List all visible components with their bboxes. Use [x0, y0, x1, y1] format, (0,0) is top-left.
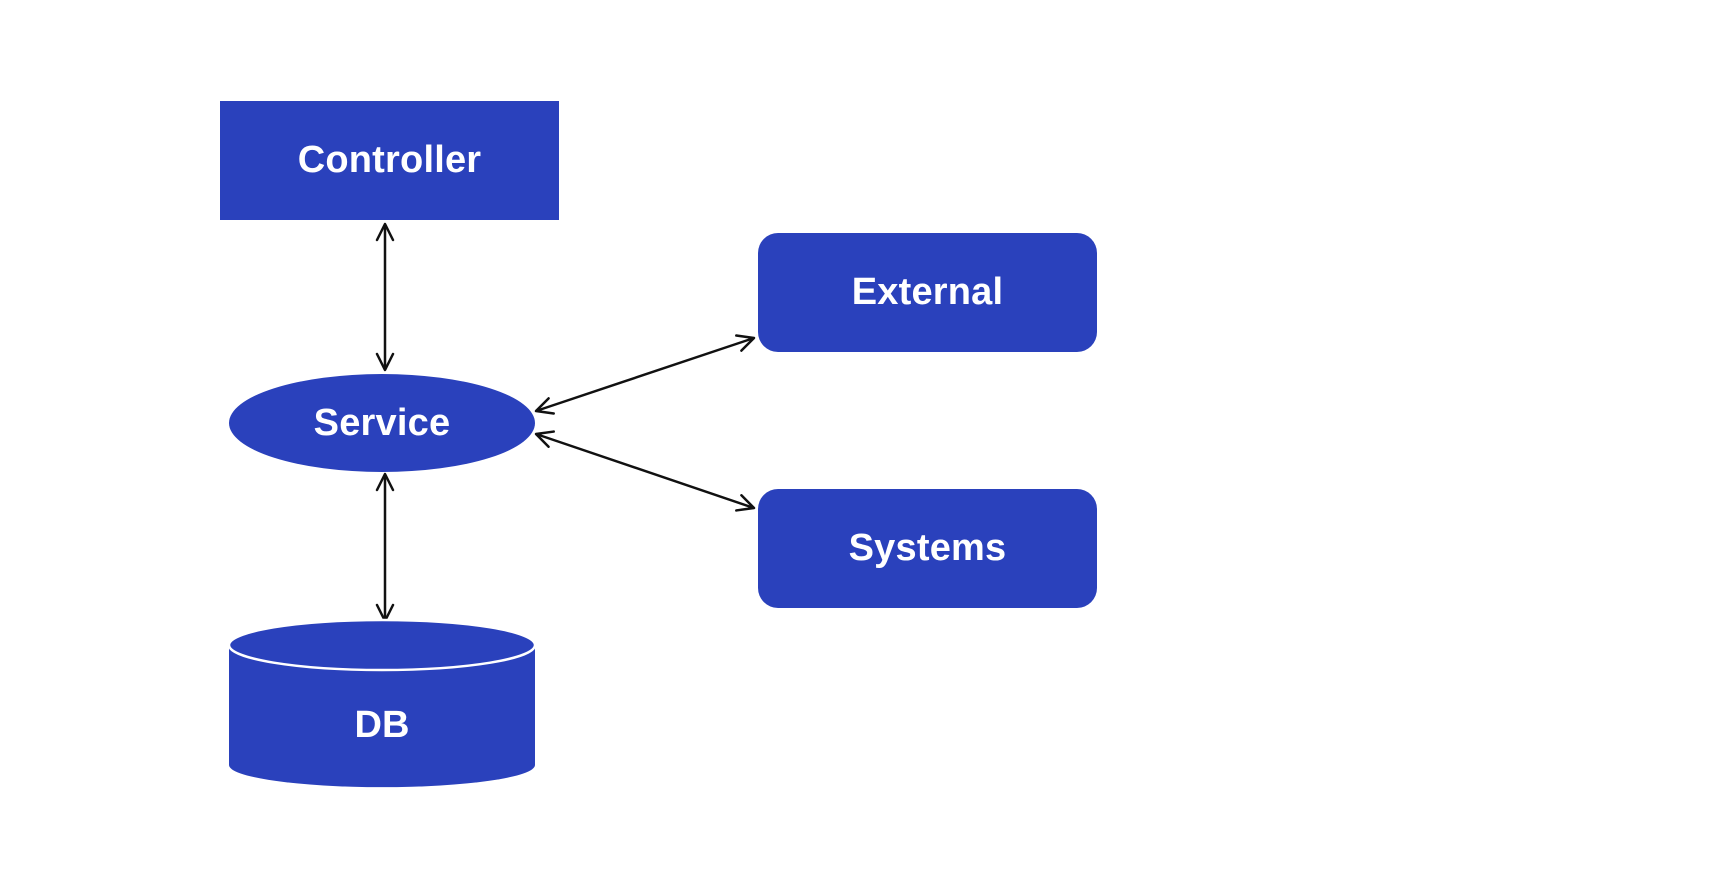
systems-node: Systems	[758, 489, 1097, 608]
edge-service-external	[534, 334, 756, 415]
service-node: Service	[229, 374, 535, 472]
service-label: Service	[313, 401, 451, 444]
external-node: External	[758, 233, 1097, 352]
systems-label: Systems	[848, 527, 1007, 569]
external-label: External	[851, 271, 1004, 313]
controller-label: Controller	[297, 139, 482, 181]
edge-service-systems	[534, 430, 756, 512]
controller-node: Controller	[220, 101, 559, 220]
db-cylinder-shape	[227, 618, 537, 788]
